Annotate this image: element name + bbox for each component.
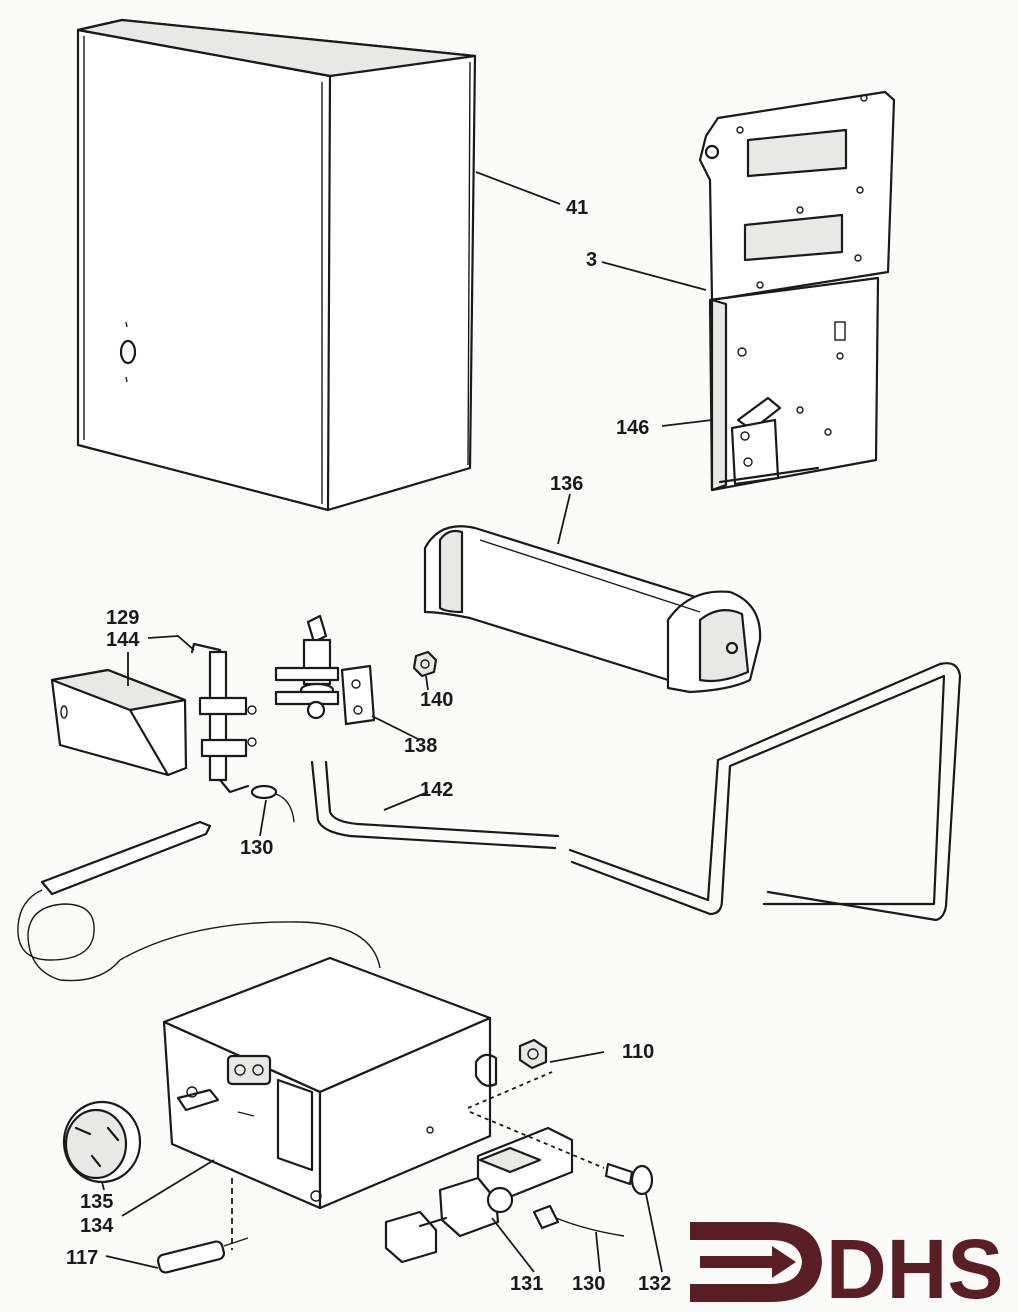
callout-146: 146 <box>616 417 649 439</box>
callout-117: 117 <box>66 1247 98 1269</box>
callout-132: 132 <box>638 1273 671 1295</box>
fuse <box>156 1237 249 1274</box>
pilot-nut <box>412 650 438 678</box>
control-bracket <box>708 276 880 492</box>
screw <box>604 1162 654 1196</box>
thermostat-bulb <box>17 820 381 982</box>
callout-140: 140 <box>420 689 453 711</box>
callout-41: 41 <box>566 197 588 219</box>
callout-130-pilot: 130 <box>240 837 273 859</box>
valve-bracket <box>384 1126 625 1264</box>
control-nut <box>518 1038 548 1070</box>
logo-text: DHS <box>826 1222 1003 1312</box>
callout-130-valve: 130 <box>572 1273 605 1295</box>
control-box <box>162 956 498 1210</box>
leader-lines <box>101 171 713 1273</box>
callout-129: 129 <box>106 607 139 629</box>
gas-supply-tube <box>310 662 962 922</box>
logo-arrow-icon <box>690 1222 822 1302</box>
electrode-bracket <box>190 642 295 823</box>
callout-138: 138 <box>404 735 437 757</box>
dhs-logo: DHS <box>690 1222 1003 1312</box>
callout-3: 3 <box>586 249 597 271</box>
burner-tube <box>423 525 762 694</box>
callout-110: 110 <box>622 1041 654 1063</box>
callout-144: 144 <box>106 629 140 651</box>
callout-136: 136 <box>550 473 583 495</box>
pilot-burner-assembly <box>274 614 376 726</box>
callout-134: 134 <box>80 1215 114 1237</box>
callout-131: 131 <box>510 1273 543 1295</box>
cover-piece <box>50 668 188 777</box>
cabinet-housing <box>76 18 477 512</box>
mounting-plate <box>698 90 896 302</box>
callout-labels: 41 3 146 136 129 144 140 138 142 130 110… <box>66 197 671 1295</box>
callout-142: 142 <box>420 779 453 801</box>
callout-135: 135 <box>80 1191 113 1213</box>
control-knob <box>62 1100 142 1184</box>
